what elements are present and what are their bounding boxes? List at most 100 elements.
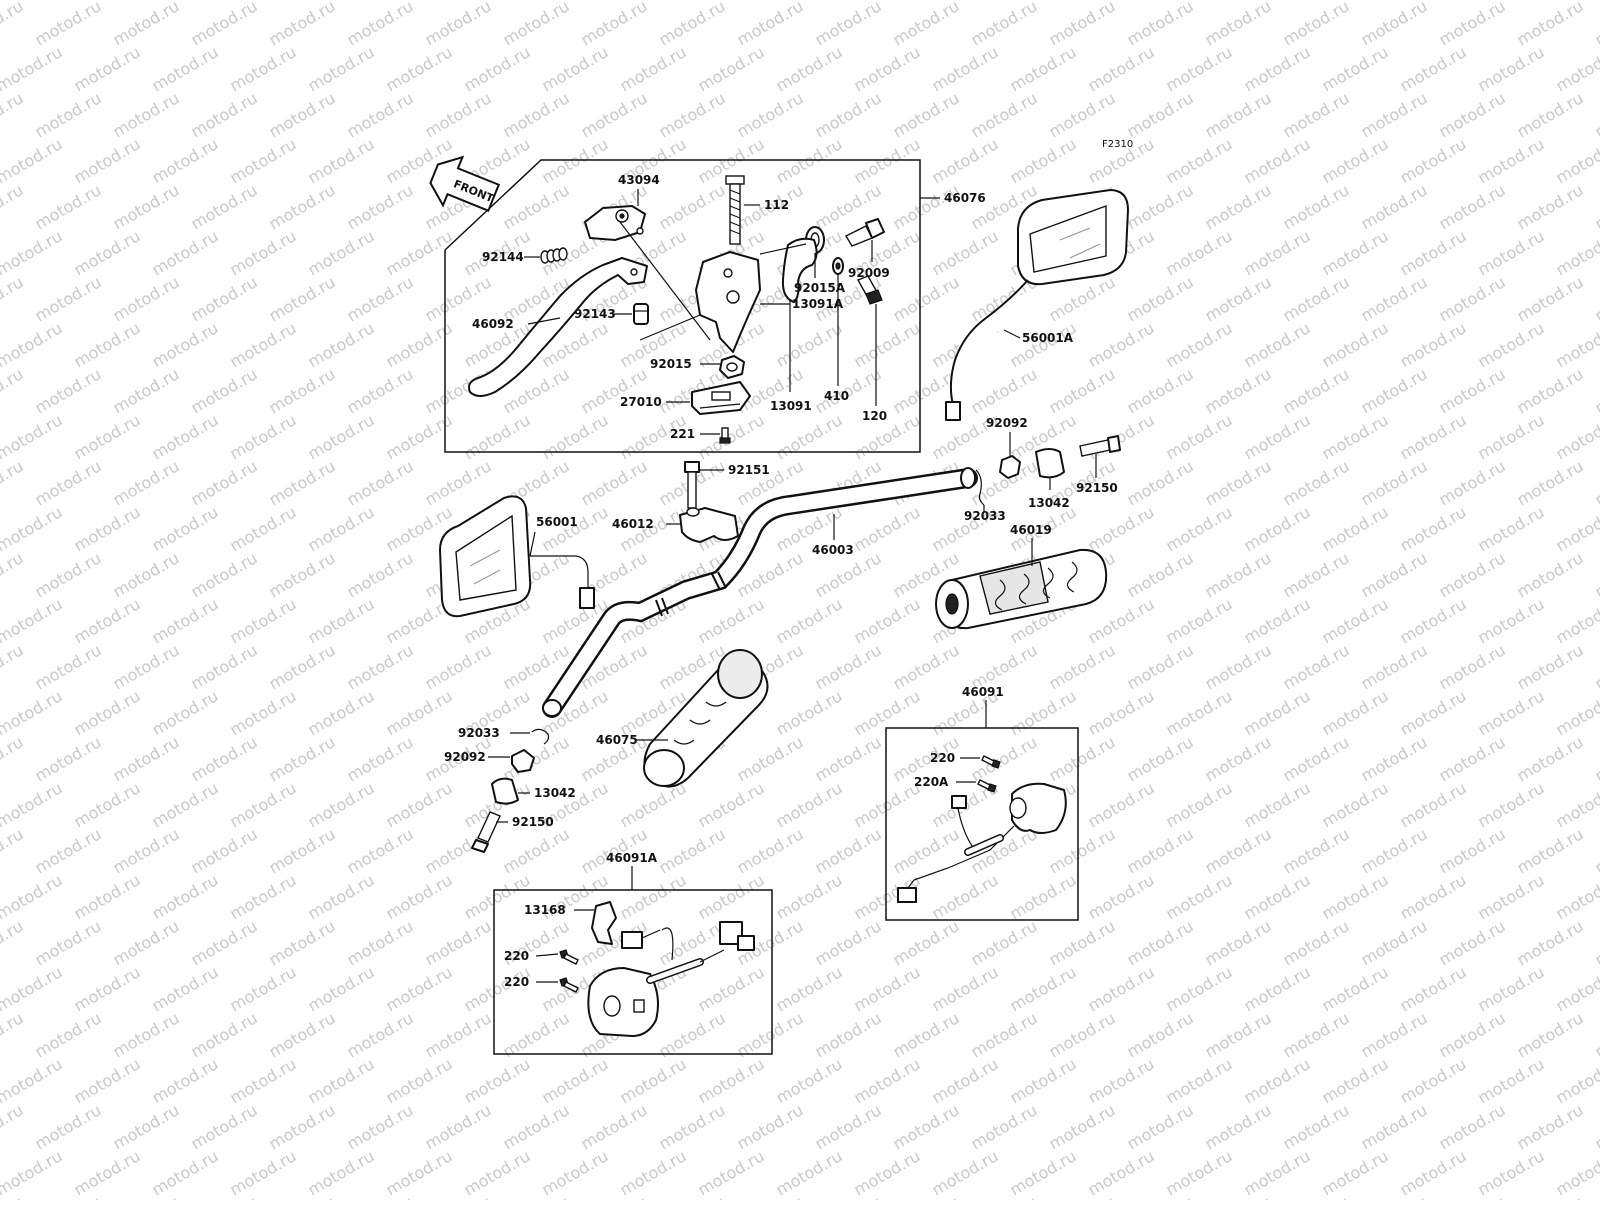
watermark-text: motod.ru [0,42,66,95]
callout-92033-right: 92033 [964,509,1006,523]
watermark-text: motod.ru [1202,88,1275,141]
watermark-text: motod.ru [1553,778,1600,831]
watermark-text: motod.ru [71,0,144,3]
watermark-text: motod.ru [188,180,261,233]
watermark-text: motod.ru [1475,1146,1548,1199]
watermark-text: motod.ru [1280,456,1353,509]
watermark-text: motod.ru [1241,134,1314,187]
watermark-text: motod.ru [1319,42,1392,95]
watermark-text: motod.ru [1280,0,1353,49]
watermark-text: motod.ru [734,1192,807,1200]
watermark-text: motod.ru [929,1146,1002,1199]
watermark-text: motod.ru [851,778,924,831]
watermark-text: motod.ru [929,870,1002,923]
watermark-text: motod.ru [149,686,222,739]
watermark-text: motod.ru [773,686,846,739]
watermark-text: motod.ru [344,1192,417,1200]
watermark-text: motod.ru [227,778,300,831]
watermark-text: motod.ru [734,732,807,785]
callout-46076: 46076 [944,191,986,205]
watermark-text: motod.ru [1436,732,1509,785]
watermark-text: motod.ru [32,364,105,417]
watermark-text: motod.ru [1124,640,1197,693]
watermark-text: motod.ru [461,1054,534,1107]
watermark-text: motod.ru [695,1146,768,1199]
watermark-text: motod.ru [305,1054,378,1107]
watermark-text: motod.ru [32,548,105,601]
watermark-text: motod.ru [1553,226,1600,279]
watermark-text: motod.ru [110,916,183,969]
watermark-text: motod.ru [71,870,144,923]
watermark-text: motod.ru [1358,640,1431,693]
watermark-text: motod.ru [1475,226,1548,279]
watermark-text: motod.ru [1358,916,1431,969]
watermark-text: motod.ru [1163,686,1236,739]
watermark-text: motod.ru [1085,686,1158,739]
watermark-text: motod.ru [71,1146,144,1199]
watermark-text: motod.ru [1436,916,1509,969]
watermark-text: motod.ru [1085,1054,1158,1107]
watermark-text: motod.ru [812,640,885,693]
callout-46091a: 46091A [606,851,658,865]
watermark-text: motod.ru [149,594,222,647]
watermark-text: motod.ru [1280,88,1353,141]
watermark-text: motod.ru [188,0,261,49]
watermark-text: motod.ru [1592,88,1600,141]
watermark-text: motod.ru [188,732,261,785]
callout-92092-right: 92092 [986,416,1028,430]
watermark-text: motod.ru [1436,1008,1509,1061]
watermark-text: motod.ru [1514,640,1587,693]
watermark-text: motod.ru [1280,1192,1353,1200]
part-112 [726,176,744,244]
watermark-text: motod.ru [1280,272,1353,325]
watermark-text: motod.ru [32,88,105,141]
watermark-text: motod.ru [1397,502,1470,555]
watermark-text: motod.ru [695,962,768,1015]
watermark-text: motod.ru [383,42,456,95]
watermark-text: motod.ru [188,456,261,509]
watermark-text: motod.ru [110,1192,183,1200]
watermark-text: motod.ru [1319,502,1392,555]
watermark-text: motod.ru [1475,134,1548,187]
watermark-text: motod.ru [578,364,651,417]
watermark-text: motod.ru [1592,456,1600,509]
watermark-text: motod.ru [1436,1100,1509,1153]
watermark-text: motod.ru [1163,502,1236,555]
watermark-text: motod.ru [71,410,144,463]
watermark-text: motod.ru [32,916,105,969]
watermark-text: motod.ru [266,180,339,233]
watermark-text: motod.ru [1163,1054,1236,1107]
watermark-text: motod.ru [1397,318,1470,371]
watermark-text: motod.ru [539,0,612,3]
watermark-text: motod.ru [500,88,573,141]
watermark-text: motod.ru [1163,318,1236,371]
watermark-text: motod.ru [1280,824,1353,877]
watermark-text: motod.ru [1124,364,1197,417]
watermark-text: motod.ru [773,1054,846,1107]
watermark-text: motod.ru [617,870,690,923]
watermark-text: motod.ru [812,732,885,785]
watermark-text: motod.ru [1046,0,1119,49]
watermark-text: motod.ru [32,0,105,49]
watermark-text: motod.ru [1319,1054,1392,1107]
watermark-text: motod.ru [1241,226,1314,279]
watermark-text: motod.ru [1397,686,1470,739]
watermark-text: motod.ru [1124,1192,1197,1200]
watermark-text: motod.ru [32,1008,105,1061]
watermark-text: motod.ru [578,1100,651,1153]
watermark-text: motod.ru [695,778,768,831]
callout-220-left-2: 220 [504,975,529,989]
watermark-text: motod.ru [422,88,495,141]
callout-56001: 56001 [536,515,578,529]
callout-410: 410 [824,389,849,403]
watermark-text: motod.ru [266,640,339,693]
watermark-text: motod.ru [422,1008,495,1061]
watermark-text: motod.ru [266,916,339,969]
watermark-text: motod.ru [266,1100,339,1153]
watermark-text: motod.ru [539,134,612,187]
watermark-text: motod.ru [695,410,768,463]
watermark-text: motod.ru [1202,824,1275,877]
watermark-text: motod.ru [266,0,339,49]
watermark-text: motod.ru [1592,732,1600,785]
watermark-text: motod.ru [305,870,378,923]
